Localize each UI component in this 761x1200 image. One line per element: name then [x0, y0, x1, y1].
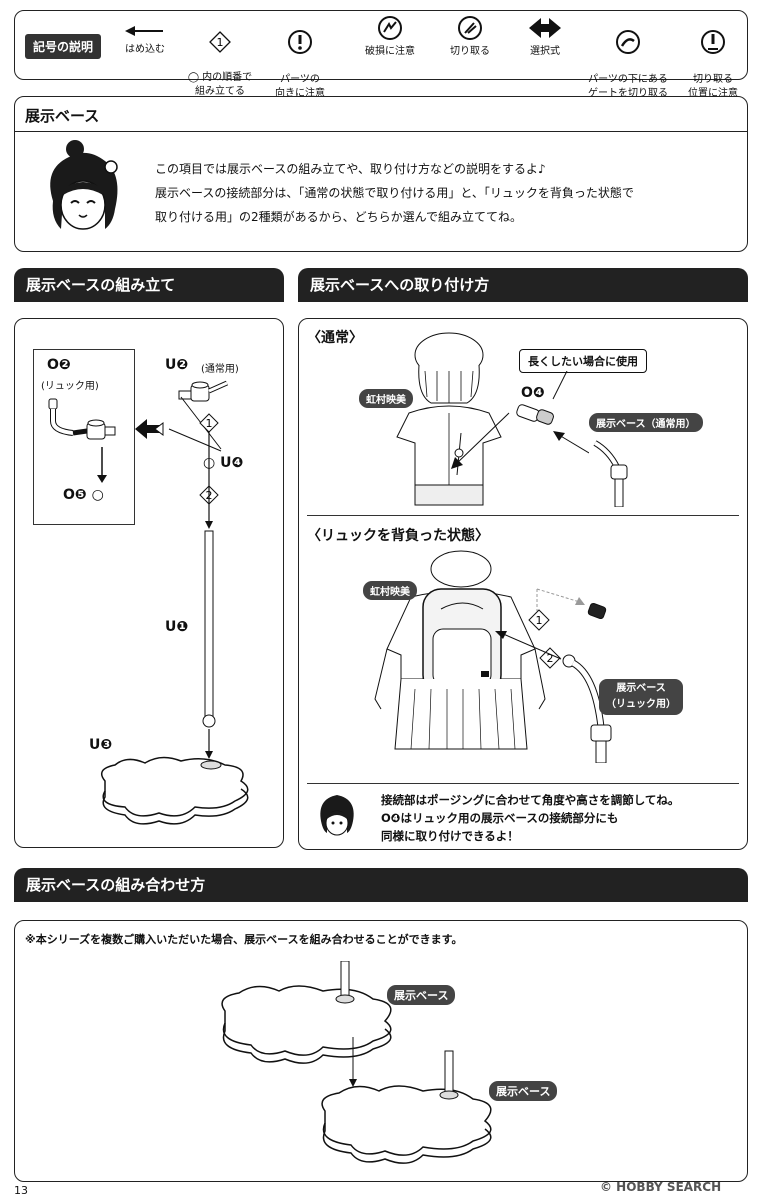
combine-header: 展示ベースの組み合わせ方 — [14, 868, 748, 902]
character-tag-normal: 虹村映美 — [359, 389, 413, 408]
base-arm-backpack — [562, 654, 612, 763]
u3-label: U❸ — [89, 737, 113, 753]
page-number: 13 — [14, 1184, 28, 1197]
attach-header: 展示ベースへの取り付け方 — [298, 268, 748, 302]
legend-item-gate: パーツの下にある ゲートを切り取る — [583, 15, 673, 101]
intro-box: 展示ベース この項目では展示ベースの組み立てや、取り付け方などの説明をするよ♪ … — [14, 96, 748, 252]
o5-label: O❺ ○ — [63, 487, 104, 503]
base-tag-normal: 展示ベース（通常用） — [589, 413, 703, 432]
note-line-1: 接続部はポージングに合わせて角度や高さを調節してね。 — [381, 793, 680, 807]
legend-item-order: 1 ◯ 内の順番で 組み立てる — [180, 17, 260, 99]
attach-divider — [307, 515, 739, 516]
intro-title: 展示ベース — [25, 107, 100, 125]
combine-box: ※本シリーズを複数ご購入いただいた場合、展示ベースを組み合わせることができます。… — [14, 920, 748, 1182]
intro-divider — [15, 131, 747, 132]
arrow-left-icon — [125, 26, 163, 36]
double-arrow-icon — [529, 18, 561, 38]
callout-pointer — [552, 371, 568, 400]
assembly-arrow-line — [205, 431, 213, 529]
step-1-marker: 1 — [199, 413, 219, 433]
combine-label-2: 展示ベース — [489, 1081, 558, 1101]
o4-label-normal: O❹ — [521, 385, 545, 401]
legend-box: 記号の説明 はめ込む 1 ◯ 内の順番で 組み立てる パーツの 向きに注意 破損… — [14, 10, 748, 99]
legend-item-select: 選択式 — [510, 15, 580, 59]
gate-cut-icon — [616, 30, 640, 54]
backpack-title: 〈リュックを背負った状態〉 — [307, 528, 489, 544]
character-avatar-small — [320, 795, 354, 836]
attach-box: 〈通常〉 虹村映美 長くしたい場合に使用 O❹ 展示ベース（通常用） 〈リュック… — [298, 318, 748, 850]
o4-part-drawing — [516, 404, 554, 425]
step-1-marker-backpack: 1 — [528, 609, 550, 631]
combine-note: ※本シリーズを複数ご購入いただいた場合、展示ベースを組み合わせることができます。 — [25, 933, 463, 946]
character-tag-backpack: 虹村映美 — [363, 581, 417, 600]
callout-long: 長くしたい場合に使用 — [519, 349, 647, 373]
o2-part-drawing — [48, 398, 116, 440]
legend-title: 記号の説明 — [25, 34, 102, 59]
svg-text:1: 1 — [217, 36, 224, 49]
base-arm-normal — [593, 440, 628, 507]
u2-label: U❷ — [165, 357, 189, 373]
legend-item-position: 切り取る 位置に注意 — [678, 15, 748, 101]
choice-arrow-icon — [135, 419, 164, 439]
o2-label: O❷ — [47, 357, 71, 373]
pole-drawing — [202, 530, 216, 728]
step-2-marker-backpack: 2 — [539, 647, 561, 669]
broken-part-icon — [378, 16, 402, 40]
svg-text:2: 2 — [547, 652, 554, 665]
pole-arrow-down — [205, 729, 213, 759]
note-line-3: 同様に取り付けできるよ！ — [381, 829, 519, 843]
note-line-2: O❹はリュック用の展示ベースの接続部分にも — [381, 811, 619, 825]
cutter-icon — [458, 16, 482, 40]
u1-label: U❶ — [165, 619, 189, 635]
intro-line-2: 展示ベースの接続部分は、「通常の状態で取り付ける用」と、「リュックを背負った状態… — [155, 186, 634, 200]
numbered-hexagon-icon: 1 — [209, 31, 231, 53]
note-divider — [307, 783, 739, 784]
assembly-box: O❷ (リュック用) O❺ ○ U❷ (通常用) 1 ○ U❹ 2 U❶ U❸ — [14, 318, 284, 848]
combine-label-1: 展示ベース — [387, 985, 456, 1005]
o2-inset — [33, 349, 135, 525]
assembly-header: 展示ベースの組み立て — [14, 268, 284, 302]
cut-position-icon — [701, 30, 725, 54]
base-tag-backpack: 展示ベース （リュック用） — [599, 679, 683, 715]
legend-item-insert: はめ込む — [105, 23, 185, 57]
intro-line-1: この項目では展示ベースの組み立てや、取り付け方などの説明をするよ♪ — [155, 162, 546, 176]
intro-line-3: 取り付ける用」の2種類があるから、どちらか選んで組み立ててね。 — [155, 210, 523, 224]
u2-sub-label: (通常用) — [201, 364, 239, 375]
exclamation-circle-icon — [288, 30, 312, 54]
o2-arrow-down — [97, 447, 107, 483]
attach-arrow-backpack — [495, 631, 562, 660]
o4-part-backpack — [587, 602, 607, 620]
character-avatar — [50, 140, 118, 230]
svg-text:1: 1 — [206, 417, 213, 430]
dashed-arrow — [536, 588, 585, 611]
character-back-normal — [396, 332, 502, 506]
u2-part-drawing — [178, 380, 229, 402]
o2-sub-label: (リュック用) — [41, 381, 99, 392]
legend-item-damage: 破損に注意 — [350, 15, 430, 59]
legend-item-cut: 切り取る — [435, 15, 505, 59]
base-drawing — [100, 756, 249, 825]
normal-title: 〈通常〉 — [307, 330, 363, 346]
attach-arrow-normal — [451, 412, 589, 469]
watermark: © HOBBY SEARCH — [600, 1180, 722, 1194]
combine-drawing — [221, 961, 492, 1164]
legend-item-direction: パーツの 向きに注意 — [260, 15, 340, 101]
character-back-backpack — [374, 550, 546, 750]
svg-text:1: 1 — [536, 614, 543, 627]
